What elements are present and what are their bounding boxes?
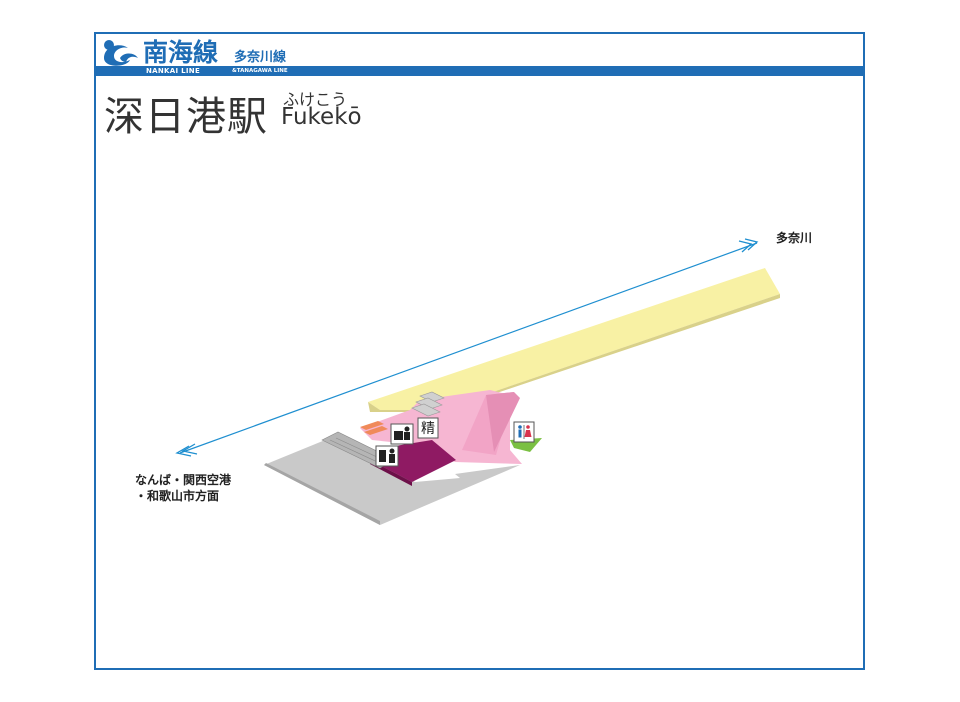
toilet-figures: [518, 425, 532, 439]
direction-label-end: 多奈川: [776, 231, 813, 245]
arrow-left-icon: [175, 443, 198, 457]
line-bar: [96, 66, 863, 76]
station-name: 深日港駅: [104, 94, 268, 140]
line-name: 南海線: [143, 38, 219, 67]
ramp-edge: [486, 392, 520, 452]
ticket-office-icon: [390, 423, 414, 445]
direction-label-city-1: なんば・関西空港: [135, 473, 232, 487]
line-sub-name: 多奈川線: [234, 50, 287, 65]
arrow-right-icon: [738, 238, 759, 253]
direction-label-city-2: ・和歌山市方面: [135, 489, 220, 503]
bench-icon: [360, 421, 388, 435]
ticket-machine-icon: [375, 445, 399, 467]
line-english: NANKAI LINE: [146, 67, 201, 75]
nankai-logo: [104, 40, 138, 66]
station-romaji: Fukekō: [281, 104, 362, 130]
fare-adjustment-icon: [417, 417, 439, 439]
platform-top: [368, 268, 780, 410]
line-english-sub: &TANAGAWA LINE: [232, 68, 288, 74]
ground-area: [264, 438, 520, 525]
track-direction-line: [179, 242, 758, 454]
stairs: [411, 391, 445, 417]
ground-edge: [264, 463, 380, 525]
fare-adjustment-label: 精: [421, 421, 435, 437]
station-kana: ふけこう: [283, 90, 348, 109]
map-frame: [94, 32, 865, 670]
